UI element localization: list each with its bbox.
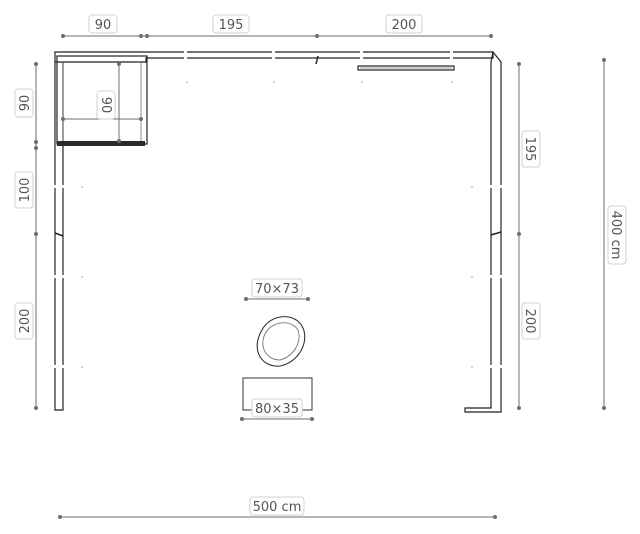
dim-dot [58, 515, 62, 519]
dimensions [34, 34, 606, 519]
wall-gap [54, 275, 64, 278]
dim-label-top-3: 200 [385, 14, 423, 34]
wall-gap [184, 51, 187, 59]
dim-dot [34, 62, 38, 66]
dim-text: 90 [95, 18, 112, 33]
dim-text: 90 [18, 95, 33, 112]
dim-dot [61, 117, 65, 121]
marker-dot [81, 366, 83, 368]
dim-dot [493, 515, 497, 519]
dim-dot [602, 406, 606, 410]
wall-gap [490, 185, 502, 188]
dim-label-top-2: 195 [212, 14, 250, 34]
dim-dot [34, 406, 38, 410]
dim-dot [602, 58, 606, 62]
dimension-labels: 90 195 200 90 100 200 90 [14, 14, 627, 516]
dim-dot [117, 62, 121, 66]
dim-text: 200 [392, 18, 417, 33]
dim-dot [34, 146, 38, 150]
marker-dot [273, 81, 275, 83]
dim-dot [61, 34, 65, 38]
chair-seat [262, 322, 300, 361]
dim-text: 500 cm [253, 500, 302, 515]
dim-label-top-1: 90 [88, 14, 118, 34]
dim-text: 90 [98, 97, 113, 114]
radiator [357, 65, 455, 71]
dim-text: 200 [522, 309, 537, 334]
dim-dot [310, 417, 314, 421]
dim-dot [244, 297, 248, 301]
wall-gap [54, 185, 64, 188]
dim-dot [145, 34, 149, 38]
wall-gap [490, 275, 502, 278]
dim-label-right-1: 195 [521, 130, 541, 168]
dim-dot [34, 140, 38, 144]
marker-dot [81, 276, 83, 278]
right-wall [464, 50, 502, 413]
dim-dot [139, 117, 143, 121]
wall-gap [272, 51, 275, 59]
wall-joint-left [54, 232, 64, 237]
dim-text: 200 [18, 309, 33, 334]
marker-dot [471, 366, 473, 368]
dim-text: 195 [522, 137, 537, 162]
dim-text: 400 cm [608, 211, 623, 260]
dim-dot [315, 34, 319, 38]
dim-dot [306, 297, 310, 301]
chair [256, 316, 306, 367]
dim-label-total-height: 400 cm [607, 205, 627, 265]
marker-dot [361, 81, 363, 83]
dim-label-left-2: 100 [14, 171, 34, 209]
dim-label-left-1: 90 [14, 88, 34, 118]
wall-joint-right [490, 231, 502, 236]
marker-dot [471, 276, 473, 278]
dim-dot [517, 62, 521, 66]
dim-text: 195 [219, 18, 244, 33]
dim-dot [489, 34, 493, 38]
dim-dot [117, 139, 121, 143]
wall-gap [450, 51, 453, 59]
wall-joint-top [315, 55, 319, 65]
dim-label-total-width: 500 cm [249, 496, 305, 516]
dim-text: 80×35 [255, 402, 299, 417]
marker-dot [451, 81, 453, 83]
dim-label-left-3: 200 [14, 302, 34, 340]
walls [54, 50, 502, 413]
dim-text: 70×73 [255, 282, 299, 297]
dim-dot [240, 417, 244, 421]
dim-dot [139, 34, 143, 38]
wall-gap [54, 365, 64, 368]
closet-shelf [57, 141, 145, 146]
dim-dot [517, 232, 521, 236]
furniture [242, 316, 313, 411]
dim-label-inner: 90 [96, 90, 116, 120]
marker-dot [471, 186, 473, 188]
dim-dot [34, 232, 38, 236]
dim-dot [517, 406, 521, 410]
table-size-label: 80×35 [251, 398, 303, 418]
wall-gap [360, 51, 363, 59]
marker-dot [81, 186, 83, 188]
wall-gap [490, 365, 502, 368]
dim-label-right-2: 200 [521, 302, 541, 340]
dim-text: 100 [18, 178, 33, 203]
chair-size-label: 70×73 [251, 278, 303, 298]
marker-dot [186, 81, 188, 83]
